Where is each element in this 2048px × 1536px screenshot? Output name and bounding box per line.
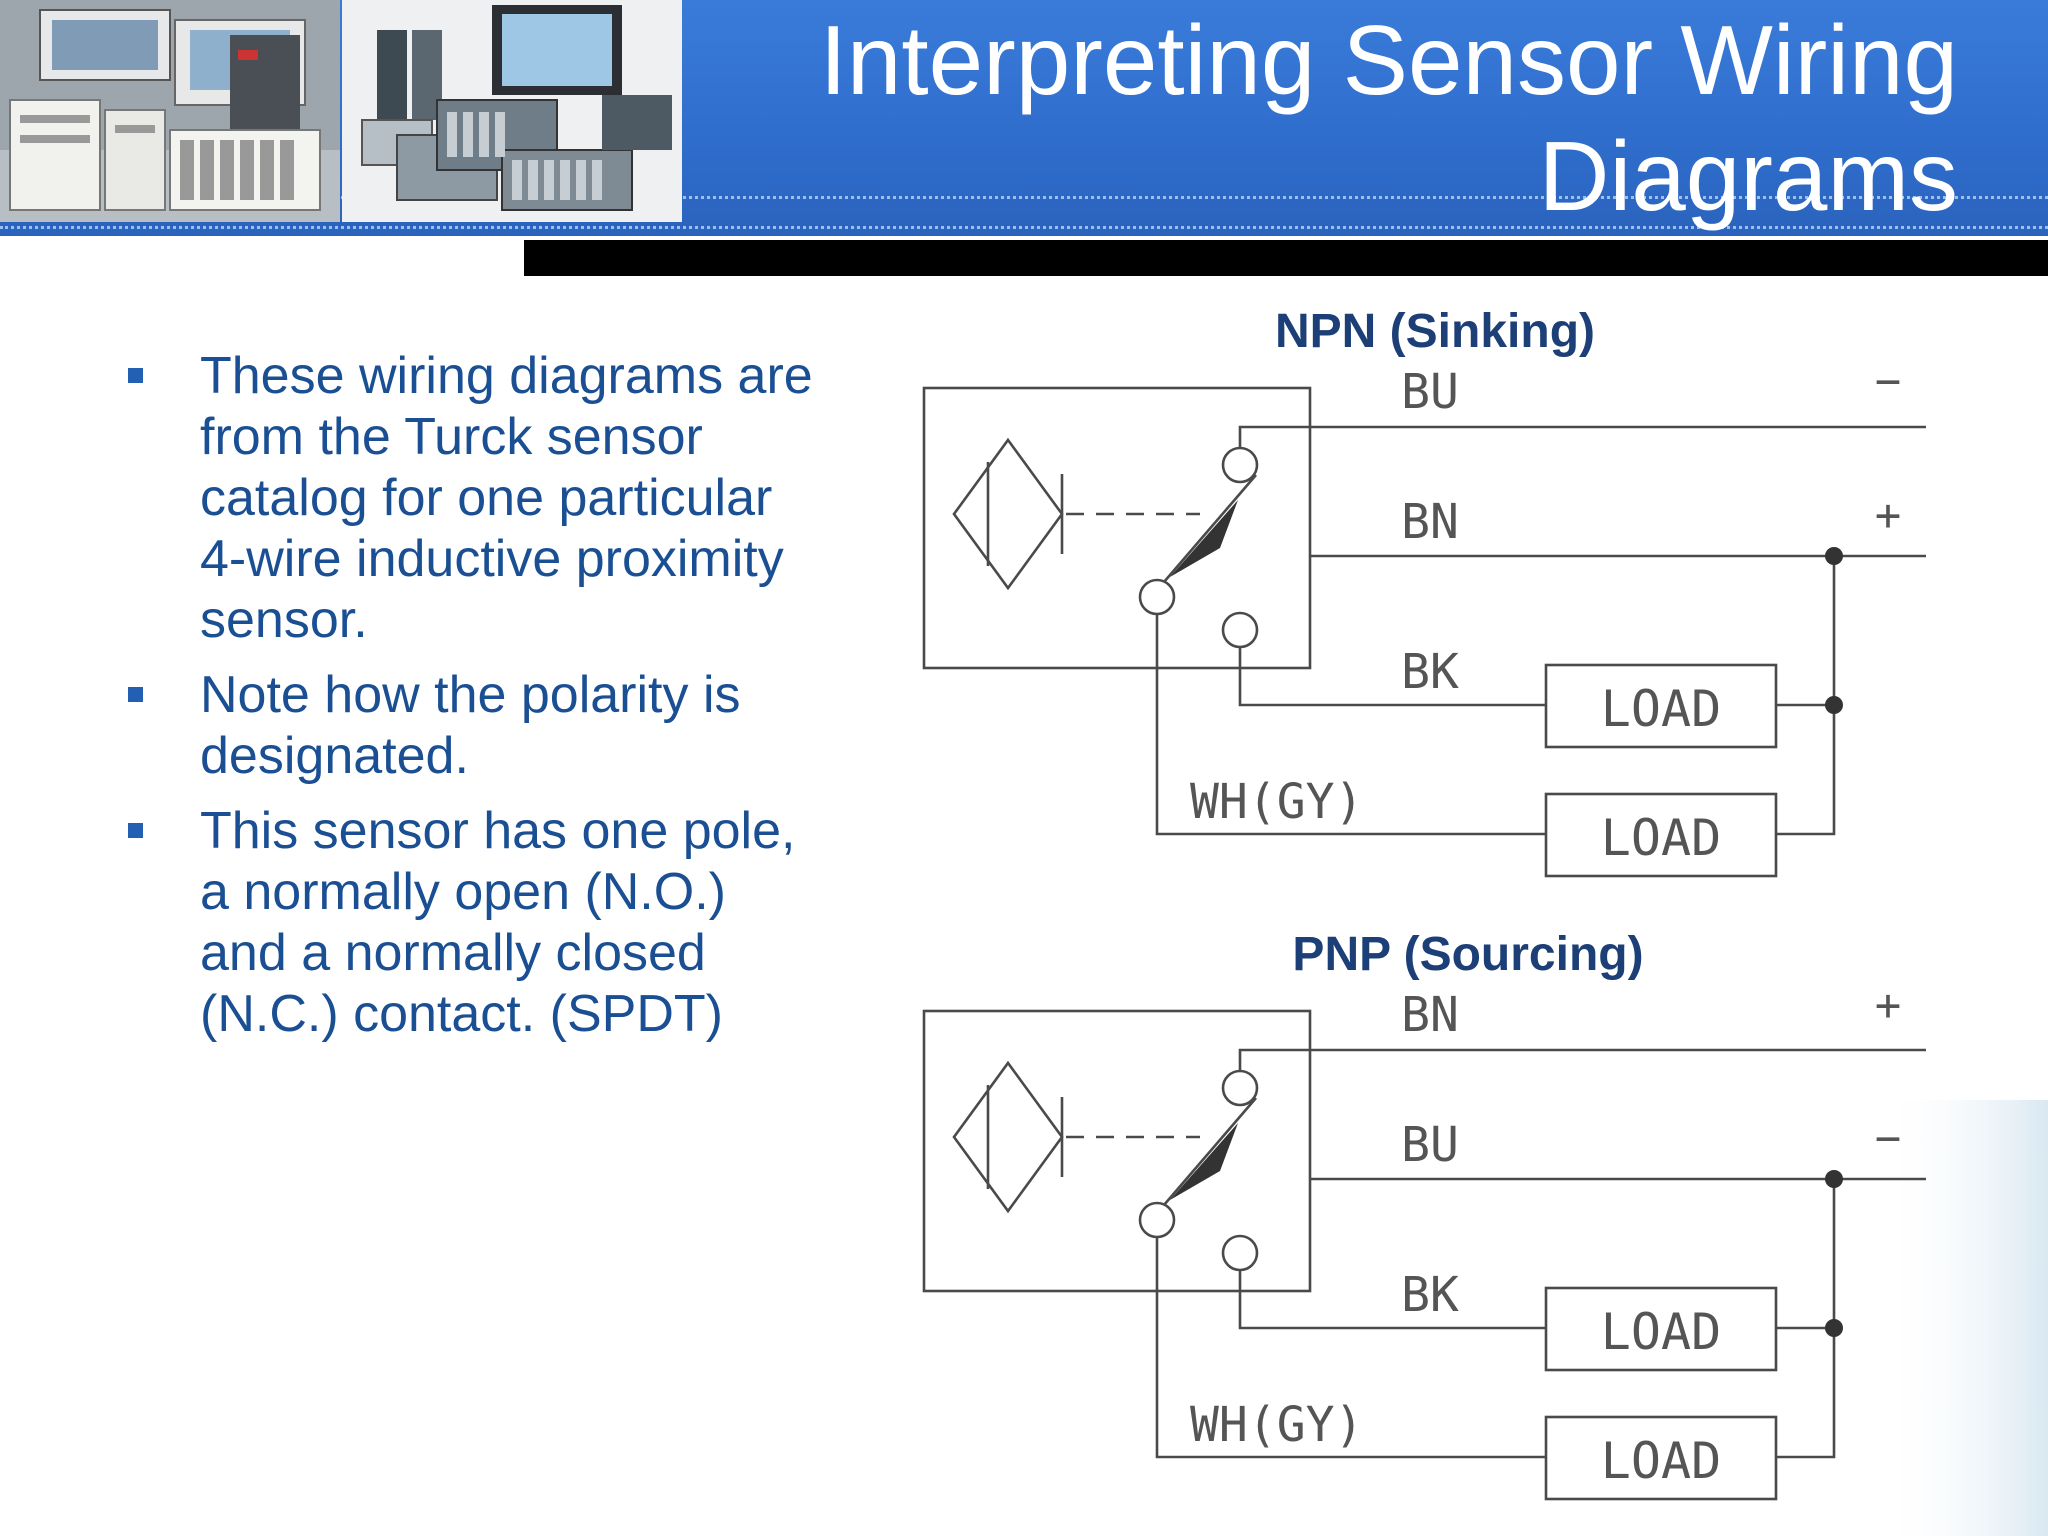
contact-terminal-icon: [1138, 1201, 1176, 1239]
pnp-diagram: PNP (Sourcing) BN BU BK WH(GY) + − LOAD …: [922, 928, 1926, 1501]
wire-label-bu: BU: [1401, 1117, 1459, 1173]
square-bullet-icon: [128, 368, 143, 383]
slide-header: Interpreting Sensor Wiring Diagrams: [0, 0, 2048, 240]
wire-label-bu: BU: [1401, 364, 1459, 420]
npn-heading: NPN (Sinking): [1275, 305, 1595, 358]
wire-bk: [1238, 647, 1546, 707]
header-accent-bar: [524, 240, 2048, 276]
wire-label-bn: BN: [1401, 494, 1459, 550]
junction-dot: [1825, 1319, 1843, 1337]
polarity-minus: −: [1875, 356, 1902, 407]
header-dotted-line: [0, 196, 2048, 199]
wire-label-wh: WH(GY): [1190, 774, 1363, 830]
npn-diagram: NPN (Sinking) BU BN BK WH(GY) − + LOAD L…: [922, 305, 1926, 878]
bullet-list: These wiring diagrams are from the Turck…: [120, 346, 820, 1059]
switch-arm-icon: [1170, 500, 1238, 577]
load-label: LOAD: [1601, 809, 1721, 867]
inductive-sensor-icon: [952, 437, 1064, 591]
bullet-text: Note how the polarity is designated.: [200, 666, 741, 785]
bullet-text: This sensor has one pole, a normally ope…: [200, 802, 796, 1043]
wire-label-bk: BK: [1401, 1267, 1459, 1323]
wire-wh: [1155, 1237, 1546, 1459]
contact-terminal-icon: [1221, 611, 1259, 649]
wire-top: [1238, 1048, 1926, 1071]
contact-terminal-icon: [1221, 1234, 1259, 1272]
plc-photo: [0, 0, 340, 222]
load-label: LOAD: [1601, 1303, 1721, 1361]
contact-terminal-icon: [1221, 446, 1259, 484]
wire-label-bk: BK: [1401, 644, 1459, 700]
sensor-body: [922, 386, 1312, 670]
plc-modules-photo: [342, 0, 682, 222]
header-dotted-line: [0, 226, 2048, 229]
background-swoosh: [1880, 1100, 2048, 1536]
load-label: LOAD: [1601, 680, 1721, 738]
wire-top: [1238, 425, 1926, 448]
wire-wh: [1155, 614, 1546, 836]
slide-title: Interpreting Sensor Wiring Diagrams: [658, 2, 1958, 234]
title-line-2: Diagrams: [1538, 121, 1958, 231]
sensor-body: [922, 1009, 1312, 1293]
junction-dot: [1825, 547, 1843, 565]
junction-dot: [1825, 1170, 1843, 1188]
contact-terminal-icon: [1138, 578, 1176, 616]
bullet-item: These wiring diagrams are from the Turck…: [120, 346, 820, 651]
polarity-minus: −: [1875, 1113, 1902, 1164]
square-bullet-icon: [128, 823, 143, 838]
contact-terminal-icon: [1221, 1069, 1259, 1107]
polarity-plus: +: [1875, 980, 1902, 1031]
wire-bk: [1238, 1270, 1546, 1330]
bullet-item: This sensor has one pole, a normally ope…: [120, 801, 820, 1045]
junction-dot: [1825, 696, 1843, 714]
polarity-plus: +: [1875, 490, 1902, 541]
wire-label-wh: WH(GY): [1190, 1397, 1363, 1453]
bullet-text: These wiring diagrams are from the Turck…: [200, 347, 813, 649]
pnp-heading: PNP (Sourcing): [1292, 928, 1643, 981]
title-line-1: Interpreting Sensor Wiring: [819, 5, 1958, 115]
bullet-item: Note how the polarity is designated.: [120, 665, 820, 787]
wire-label-bn: BN: [1401, 987, 1459, 1043]
square-bullet-icon: [128, 687, 143, 702]
inductive-sensor-icon: [952, 1060, 1064, 1214]
switch-arm-icon: [1170, 1123, 1238, 1200]
load-label: LOAD: [1601, 1432, 1721, 1490]
